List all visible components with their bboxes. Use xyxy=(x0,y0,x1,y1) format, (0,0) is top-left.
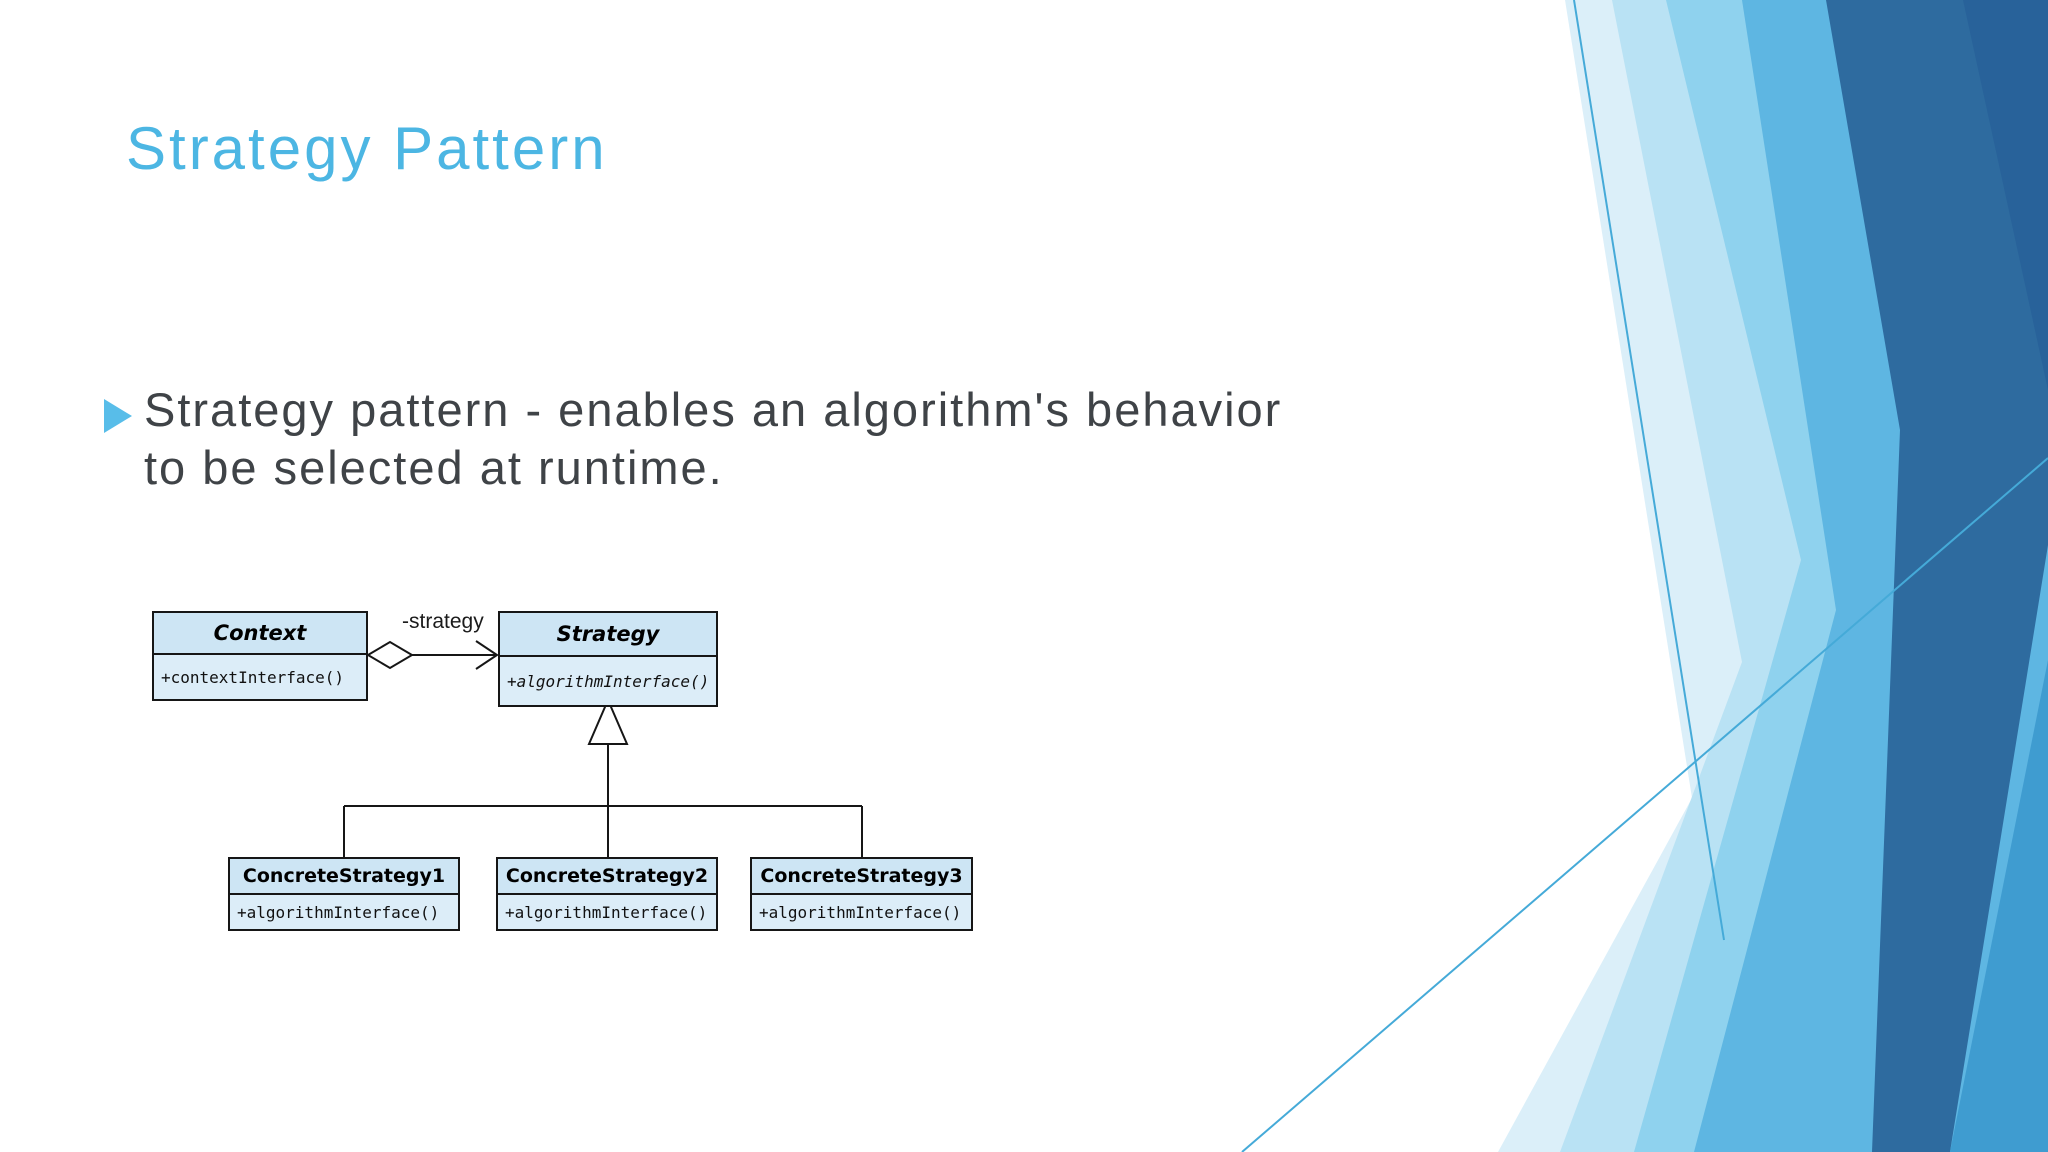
bg-thin-line-diagonal xyxy=(1241,457,2048,1152)
page-title: Strategy Pattern xyxy=(126,115,608,182)
bg-wedge-bottom-right xyxy=(1950,660,2048,1152)
uml-class-strategy: Strategy +algorithmInterface() xyxy=(498,611,718,707)
uml-class-method: +algorithmInterface() xyxy=(505,902,708,922)
bg-wedge-dark xyxy=(1826,0,2048,1152)
open-arrowhead-icon xyxy=(475,640,499,670)
association-label: -strategy xyxy=(402,610,484,633)
uml-class-name: Strategy xyxy=(500,613,716,657)
bullet-arrow-icon xyxy=(104,399,132,433)
uml-class-name: Context xyxy=(154,613,366,655)
bg-thin-line-vertical xyxy=(1573,0,1725,941)
bullet-text-line2: to be selected at runtime. xyxy=(144,441,724,494)
uml-class-context: Context +contextInterface() xyxy=(152,611,368,701)
uml-class-name: ConcreteStrategy2 xyxy=(498,859,716,895)
uml-class-name: ConcreteStrategy1 xyxy=(230,859,458,895)
uml-class-concrete-strategy-3: ConcreteStrategy3 +algorithmInterface() xyxy=(750,857,973,931)
uml-class-method: +contextInterface() xyxy=(161,667,345,687)
uml-class-method: +algorithmInterface() xyxy=(507,671,710,691)
uml-class-name: ConcreteStrategy3 xyxy=(752,859,971,895)
bg-wedge-darker-corner xyxy=(1963,0,2048,390)
bullet-text-line1: Strategy pattern - enables an algorithm'… xyxy=(144,383,1283,436)
uml-class-method: +algorithmInterface() xyxy=(759,902,962,922)
bullet-text: Strategy pattern - enables an algorithm'… xyxy=(144,381,1624,497)
uml-class-method: +algorithmInterface() xyxy=(237,902,440,922)
uml-class-concrete-strategy-1: ConcreteStrategy1 +algorithmInterface() xyxy=(228,857,460,931)
uml-class-concrete-strategy-2: ConcreteStrategy2 +algorithmInterface() xyxy=(496,857,718,931)
